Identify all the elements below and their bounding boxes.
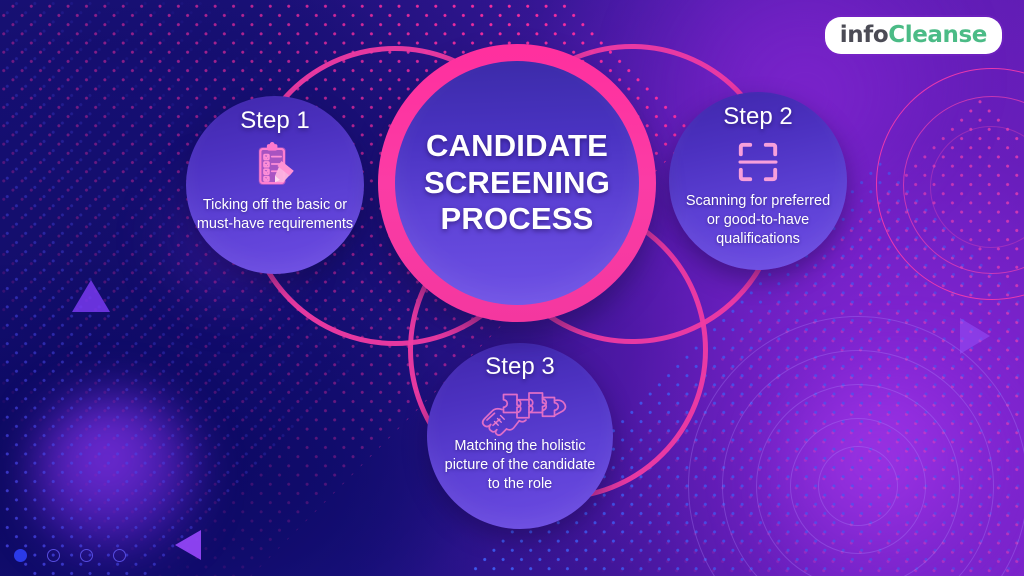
step-3-description: Matching the holistic picture of the can… xyxy=(444,438,596,492)
logo-text-cleanse: Cleanse xyxy=(888,22,987,48)
page-title: CANDIDATE SCREENING PROCESS xyxy=(424,128,610,238)
clipboard-checklist-pencil-icon xyxy=(249,138,301,194)
decor-triangle-right xyxy=(960,318,990,354)
pagination-dots xyxy=(14,549,126,562)
pagination-dot xyxy=(47,549,60,562)
title-line-1: CANDIDATE xyxy=(425,128,609,164)
step-node-1[interactable]: Step 1 xyxy=(186,96,364,274)
title-line-2: SCREENING xyxy=(423,164,611,200)
title-line-3: PROCESS xyxy=(440,201,594,237)
step-2-label: Step 2 xyxy=(723,103,793,130)
step-2-description: Scanning for preferred or good-to-have q… xyxy=(685,193,831,248)
center-node[interactable]: CANDIDATE SCREENING PROCESS xyxy=(378,44,656,322)
center-node-inner: CANDIDATE SCREENING PROCESS xyxy=(395,61,639,305)
logo-text-info: info xyxy=(839,22,889,48)
step-node-3[interactable]: Step 3 xyxy=(427,343,613,529)
pagination-dot xyxy=(113,549,126,562)
step-1-description: Ticking off the basic or must-have requi… xyxy=(196,197,354,233)
puzzle-handshake-icon xyxy=(460,385,580,437)
decor-triangle-bottom-left xyxy=(175,530,201,560)
decor-soft-ring-5-bottom-right xyxy=(818,446,898,526)
scan-frame-icon xyxy=(733,134,783,190)
step-1-label: Step 1 xyxy=(240,107,310,134)
pagination-dot xyxy=(80,549,93,562)
decor-triangle-left xyxy=(72,280,110,312)
pagination-dot-active xyxy=(14,549,27,562)
decor-soft-ring-4-bottom-right xyxy=(790,418,926,554)
decor-soft-ring-3-bottom-right xyxy=(756,384,960,576)
step-node-2[interactable]: Step 2 Scanning for preferred or good-to… xyxy=(669,92,847,270)
step-3-label: Step 3 xyxy=(485,353,555,380)
